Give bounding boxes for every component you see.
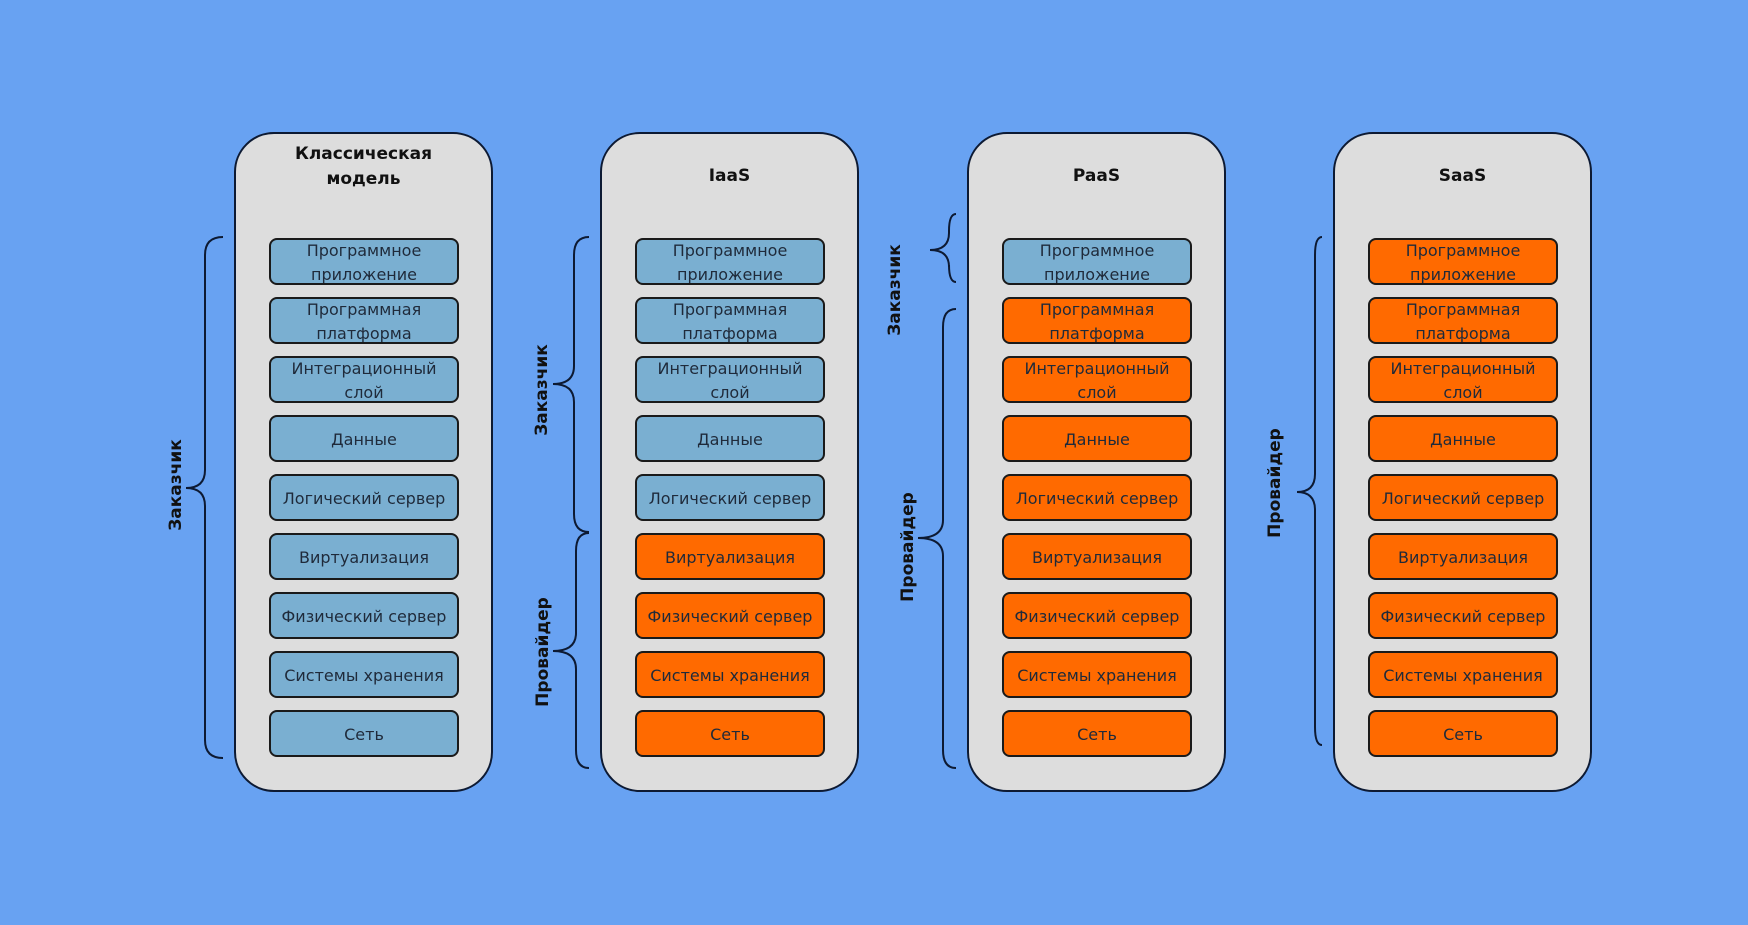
layer-label: Виртуализация (1032, 547, 1162, 567)
layer-label: Системы хранения (284, 665, 444, 685)
provider-layer-box: Логический сервер (1002, 474, 1192, 521)
provider-layer-box: Виртуализация (1002, 533, 1192, 580)
layer-label: Сеть (1077, 724, 1117, 744)
layer-label: Данные (697, 429, 763, 449)
layer-label: Сеть (344, 724, 384, 744)
provider-layer-box: Виртуализация (1368, 533, 1558, 580)
provider-layer-box: Данные (1368, 415, 1558, 462)
layer-label: Виртуализация (665, 547, 795, 567)
model-title-line: PaaS (1072, 166, 1121, 186)
layer-label: Виртуализация (299, 547, 429, 567)
provider-layer-box: Физический сервер (1002, 592, 1192, 639)
layer-label: Физический сервер (1014, 606, 1180, 626)
layer-label: Интеграционный слой (657, 358, 803, 402)
provider-layer-box: Виртуализация (635, 533, 825, 580)
model-title-line: модель (326, 169, 401, 189)
layer-label: Программная платформа (1405, 299, 1521, 343)
customer-layer-box: Логический сервер (269, 474, 459, 521)
layer-label: Физический сервер (281, 606, 447, 626)
provider-brace (552, 532, 590, 769)
layer-label: Виртуализация (1398, 547, 1528, 567)
layer-label: Логический сервер (648, 488, 812, 508)
customer-layer-box: Программная платформа (269, 297, 459, 344)
provider-layer-box: Программная платформа (1002, 297, 1192, 344)
layer-label: Логический сервер (282, 488, 446, 508)
customer-layer-box: Программная платформа (635, 297, 825, 344)
layer-label: Программная платформа (672, 299, 788, 343)
layer-label: Программное приложение (672, 240, 788, 284)
provider-layer-box: Системы хранения (635, 651, 825, 698)
layer-label: Системы хранения (1017, 665, 1177, 685)
layer-label: Логический сервер (1381, 488, 1545, 508)
model-title-line: IaaS (708, 166, 751, 186)
customer-layer-box: Сеть (269, 710, 459, 757)
customer-layer-box: Данные (635, 415, 825, 462)
model-title: PaaS (969, 164, 1224, 189)
provider-layer-box: Сеть (1368, 710, 1558, 757)
customer-layer-box: Логический сервер (635, 474, 825, 521)
model-title: SaaS (1335, 164, 1590, 189)
customer-brace (552, 236, 590, 533)
model-title-line: SaaS (1438, 166, 1487, 186)
layer-label: Интеграционный слой (1390, 358, 1536, 402)
layer-label: Программное приложение (306, 240, 422, 284)
model-title-line: Классическая (294, 144, 433, 164)
layer-label: Логический сервер (1015, 488, 1179, 508)
customer-layer-box: Программное приложение (635, 238, 825, 285)
customer-layer-box: Виртуализация (269, 533, 459, 580)
layer-label: Данные (331, 429, 397, 449)
layer-label: Данные (1064, 429, 1130, 449)
provider-layer-box: Логический сервер (1368, 474, 1558, 521)
layer-label: Сеть (1443, 724, 1483, 744)
provider-layer-box: Данные (1002, 415, 1192, 462)
provider-layer-box: Программная платформа (1368, 297, 1558, 344)
customer-layer-box: Программное приложение (269, 238, 459, 285)
provider-layer-box: Сеть (1002, 710, 1192, 757)
customer-layer-box: Программное приложение (1002, 238, 1192, 285)
customer-brace (929, 213, 957, 283)
provider-layer-box: Сеть (635, 710, 825, 757)
provider-layer-box: Системы хранения (1002, 651, 1192, 698)
layer-label: Системы хранения (1383, 665, 1543, 685)
provider-layer-box: Программное приложение (1368, 238, 1558, 285)
customer-layer-box: Данные (269, 415, 459, 462)
customer-layer-box: Системы хранения (269, 651, 459, 698)
provider-layer-box: Интеграционный слой (1368, 356, 1558, 403)
layer-label: Физический сервер (647, 606, 813, 626)
provider-brace (1296, 236, 1323, 746)
layer-label: Программная платформа (1039, 299, 1155, 343)
layer-label: Сеть (710, 724, 750, 744)
model-title: Классическая модель (236, 142, 491, 192)
provider-layer-box: Системы хранения (1368, 651, 1558, 698)
provider-layer-box: Физический сервер (1368, 592, 1558, 639)
layer-label: Программное приложение (1405, 240, 1521, 284)
layer-label: Интеграционный слой (1024, 358, 1170, 402)
provider-brace (917, 308, 957, 769)
layer-label: Интеграционный слой (291, 358, 437, 402)
model-title: IaaS (602, 164, 857, 189)
customer-layer-box: Интеграционный слой (635, 356, 825, 403)
layer-label: Физический сервер (1380, 606, 1546, 626)
layer-label: Системы хранения (650, 665, 810, 685)
provider-layer-box: Физический сервер (635, 592, 825, 639)
customer-layer-box: Интеграционный слой (269, 356, 459, 403)
layer-label: Данные (1430, 429, 1496, 449)
layer-label: Программное приложение (1039, 240, 1155, 284)
provider-layer-box: Интеграционный слой (1002, 356, 1192, 403)
customer-layer-box: Физический сервер (269, 592, 459, 639)
customer-brace (185, 236, 224, 759)
layer-label: Программная платформа (306, 299, 422, 343)
